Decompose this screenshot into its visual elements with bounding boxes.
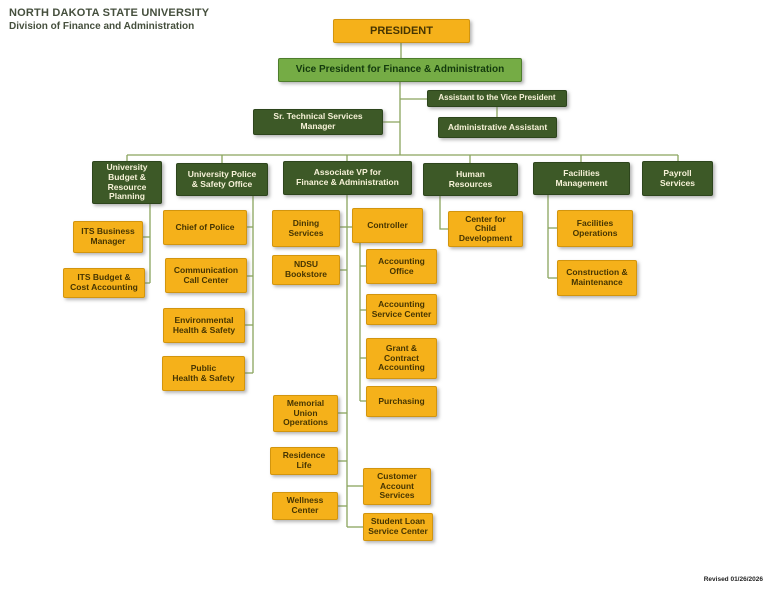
node-purchasing: Purchasing [366,386,437,417]
node-university-budget: University Budget & Resource Planning [92,161,162,204]
org-subtitle: Division of Finance and Administration [9,21,195,32]
node-dining-services: Dining Services [272,210,340,247]
node-facilities-management: Facilities Management [533,162,630,195]
node-chief-of-police: Chief of Police [163,210,247,245]
node-associate-vp: Associate VP for Finance & Administratio… [283,161,412,195]
node-accounting-office: Accounting Office [366,249,437,284]
node-center-for-child-development: Center for Child Development [448,211,523,247]
node-communication-call-center: Communication Call Center [165,258,247,293]
node-its-budget-cost-accounting: ITS Budget & Cost Accounting [63,268,145,298]
node-grant-contract-accounting: Grant & Contract Accounting [366,338,437,379]
node-ndsu-bookstore: NDSU Bookstore [272,255,340,285]
revision-note: Revised 01/26/2026 [703,576,763,583]
node-wellness-center: Wellness Center [272,492,338,520]
node-its-business-manager: ITS Business Manager [73,221,143,253]
node-environmental-health-safety: Environmental Health & Safety [163,308,245,343]
node-public-health-safety: Public Health & Safety [162,356,245,391]
node-customer-account-services: Customer Account Services [363,468,431,505]
node-university-police: University Police & Safety Office [176,163,268,196]
node-student-loan-service-center: Student Loan Service Center [363,513,433,541]
node-assistant-to-vp: Assistant to the Vice President [427,90,567,107]
node-facilities-operations: Facilities Operations [557,210,633,247]
node-vp-finance-admin: Vice President for Finance & Administrat… [278,58,522,82]
node-controller: Controller [352,208,423,243]
connector-line [439,196,448,230]
node-residence-life: Residence Life [270,447,338,475]
node-accounting-service-center: Accounting Service Center [366,294,437,325]
org-title: NORTH DAKOTA STATE UNIVERSITY [9,7,210,19]
node-president: PRESIDENT [333,19,470,43]
node-construction-maintenance: Construction & Maintenance [557,260,637,296]
node-memorial-union-operations: Memorial Union Operations [273,395,338,432]
document-header: NORTH DAKOTA STATE UNIVERSITY Division o… [9,6,209,33]
node-sr-technical-services-manager: Sr. Technical Services Manager [253,109,383,135]
node-payroll-services: Payroll Services [642,161,713,196]
node-administrative-assistant: Administrative Assistant [438,117,557,138]
node-human-resources: Human Resources [423,163,518,196]
